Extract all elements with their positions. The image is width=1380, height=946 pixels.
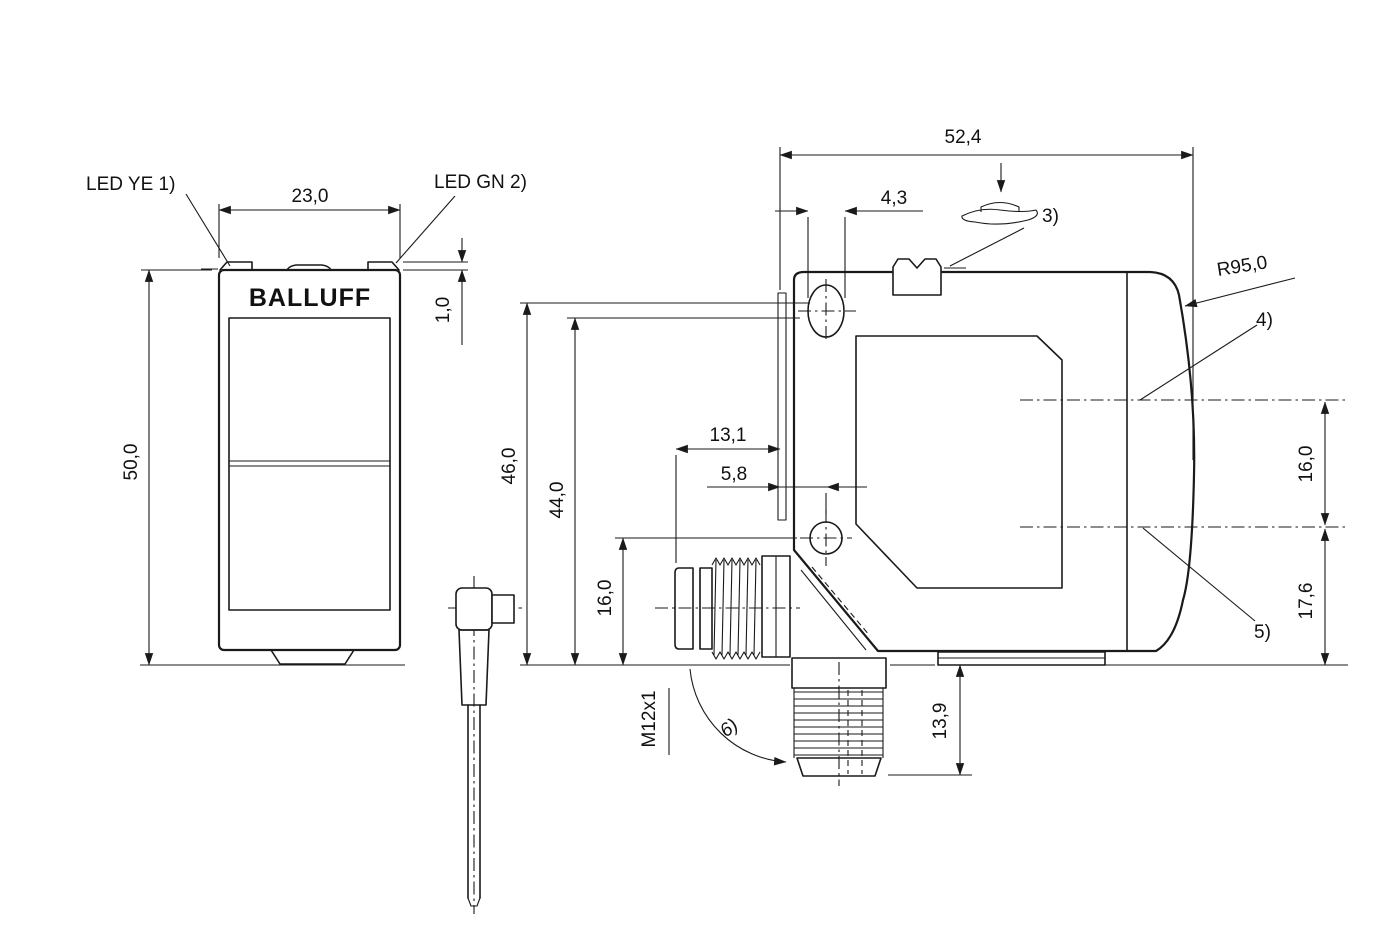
connector-nose <box>674 567 694 650</box>
leader-line <box>1184 277 1296 308</box>
dim-connector-height: 16,0 <box>595 580 616 617</box>
leader-line <box>1142 527 1256 622</box>
brand-logo: BALLUFF <box>249 284 371 312</box>
button-base <box>961 208 1038 225</box>
dim-hole-offset: 5,8 <box>721 464 747 485</box>
teach-button-icon <box>949 163 1038 267</box>
dim-depth: 52,4 <box>945 127 982 148</box>
dim-height: 50,0 <box>121 444 142 481</box>
button-dome <box>980 201 1020 212</box>
leader-line <box>185 193 231 267</box>
mounting-clip <box>892 258 942 296</box>
mount-face-line <box>800 569 867 651</box>
m12-connector-vertical <box>791 657 887 786</box>
rotation-arc <box>689 668 787 766</box>
label-recess <box>855 335 1063 589</box>
connector-elbow <box>455 587 493 631</box>
m12-connector-horizontal <box>655 555 871 660</box>
dim-thread: M12x1 <box>639 690 660 747</box>
dim-height-body: 44,0 <box>547 482 568 519</box>
dim-connector-protrusion: 13,9 <box>930 703 951 740</box>
callout-axis-upper: 4) <box>1256 310 1273 331</box>
leader-line <box>1139 324 1258 401</box>
dim-width: 23,0 <box>292 186 329 207</box>
callout-axis-lower: 5) <box>1254 622 1271 643</box>
dim-slot-width: 4,3 <box>881 188 907 209</box>
dim-front-radius: R95,0 <box>1215 252 1268 281</box>
dim-axis-to-base: 17,6 <box>1296 583 1317 620</box>
led-green-window <box>367 261 400 271</box>
sensor-front-body <box>217 268 402 652</box>
connector-plug <box>491 594 515 624</box>
front-view: BALLUFF <box>140 261 405 666</box>
callout-button: 3) <box>1042 206 1059 227</box>
thread-edges-down <box>793 688 884 758</box>
bottom-nub <box>270 649 355 665</box>
dim-axis-spacing: 16,0 <box>1296 446 1317 483</box>
led-yellow-window <box>219 261 253 271</box>
thread-crest-bottom <box>711 651 761 660</box>
sensor-side-body <box>792 270 1196 653</box>
label-led-yellow: LED YE 1) <box>86 174 175 195</box>
thread-lines-down <box>794 691 883 756</box>
dim-led-height: 1,0 <box>433 297 454 323</box>
connector-tip-down <box>796 757 882 777</box>
dim-height-overall: 46,0 <box>499 448 520 485</box>
leader-line <box>395 195 456 264</box>
hidden-edge <box>811 566 871 637</box>
front-window <box>228 317 391 611</box>
label-led-green: LED GN 2) <box>434 172 527 193</box>
side-view <box>520 258 1348 786</box>
mounting-plate <box>777 292 787 521</box>
lens-bump <box>286 264 332 271</box>
leader-line <box>949 227 1025 267</box>
thread-crest-top <box>711 557 761 566</box>
angled-connector-symbol <box>448 576 522 914</box>
connector-taper <box>458 629 490 706</box>
dim-connector-nose: 13,1 <box>710 425 747 446</box>
cable-end <box>467 897 481 907</box>
side-view-dimensions: 52,4 4,3 3) R95,0 4) 5) 46,0 44,0 1 <box>499 127 1330 776</box>
front-view-dimensions: 23,0 50,0 1,0 LED YE 1) LED GN 2) <box>86 172 527 666</box>
callout-rotation: 6) <box>716 715 742 742</box>
